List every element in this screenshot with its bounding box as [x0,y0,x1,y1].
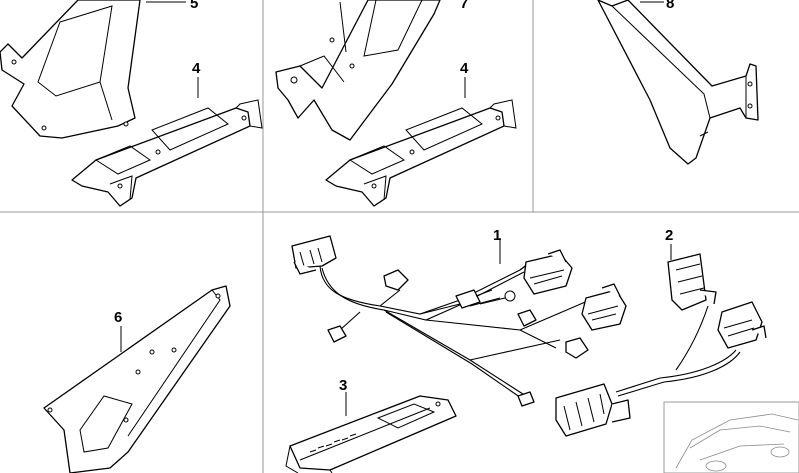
bracket-part-5[interactable] [0,0,141,139]
wiring-harness-part-1[interactable] [291,235,627,407]
bracket-part-7[interactable] [275,0,441,141]
callout-2: 2 [665,227,673,244]
callout-4-left: 4 [192,60,201,77]
bracket-part-4-right[interactable] [325,99,517,207]
connector-part-2[interactable] [555,253,767,437]
callout-6: 6 [114,309,122,326]
callout-8: 8 [666,0,674,12]
callout-4-right: 4 [460,60,469,77]
callout-5: 5 [190,0,198,12]
callout-7: 7 [460,0,468,12]
bracket-part-6[interactable] [43,285,231,473]
vehicle-location-thumbnail [663,401,799,473]
bracket-part-8[interactable] [597,0,759,165]
bracket-part-4-left[interactable] [71,99,263,207]
callout-3: 3 [339,377,347,394]
control-module-part-3[interactable] [285,395,457,473]
callout-1: 1 [493,227,501,244]
